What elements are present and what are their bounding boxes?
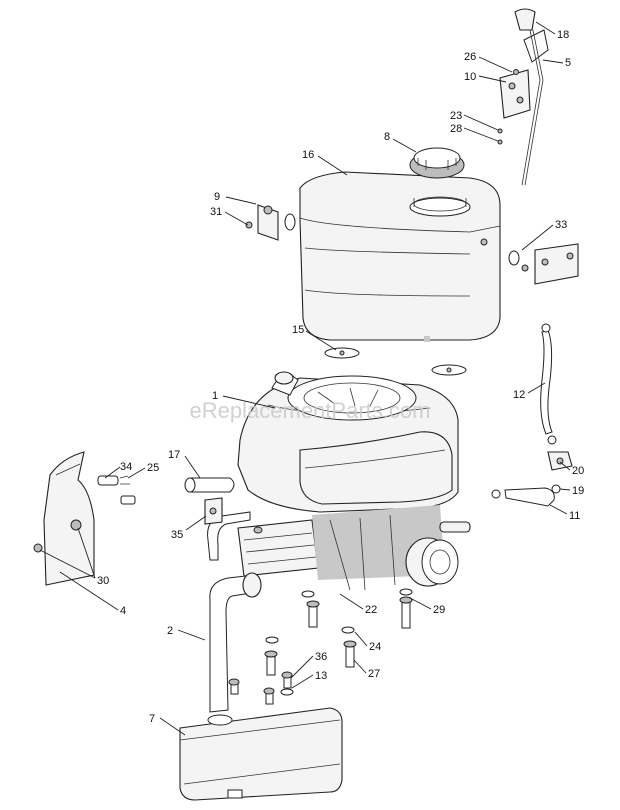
- callout-15: 15: [292, 324, 304, 336]
- tank-mount-bracket: [508, 243, 579, 285]
- callout-8: 8: [384, 131, 390, 143]
- callout-20: 20: [572, 465, 584, 477]
- engine: [207, 371, 471, 591]
- callout-30: 30: [97, 575, 109, 587]
- callout-28: 28: [450, 123, 462, 135]
- throttle-control: [497, 8, 549, 186]
- callout-labels: 1 2 4 5 7 8 9 10 11 12 13 15 16 17 18 19…: [97, 29, 584, 725]
- callout-33: 33: [555, 219, 567, 231]
- callout-4: 4: [120, 605, 126, 617]
- callout-10: 10: [464, 71, 476, 83]
- exhaust-pipe: [209, 572, 262, 713]
- fuel-line: [491, 323, 573, 507]
- callout-11: 11: [569, 510, 580, 522]
- callout-16: 16: [302, 149, 314, 161]
- leader-lines: [39, 21, 571, 736]
- callout-7: 7: [149, 713, 155, 725]
- tank-bushing-left: [245, 204, 296, 241]
- callout-24: 24: [369, 641, 381, 653]
- callout-34: 34: [120, 461, 132, 473]
- engine-mount-bolts: [228, 588, 413, 705]
- callout-5: 5: [565, 57, 571, 69]
- callout-23: 23: [450, 110, 462, 122]
- choke-linkage: [97, 475, 136, 505]
- callout-9: 9: [214, 191, 220, 203]
- callout-1: 1: [212, 390, 218, 402]
- intake-tube: [184, 477, 235, 525]
- callout-29: 29: [433, 604, 445, 616]
- muffler: [179, 707, 343, 801]
- callout-19: 19: [572, 485, 584, 497]
- callout-36: 36: [315, 651, 327, 663]
- watermark-text: eReplacementParts.com: [190, 398, 431, 423]
- fuel-cap: [409, 147, 465, 179]
- callout-25: 25: [147, 462, 159, 474]
- callout-17: 17: [168, 449, 180, 461]
- callout-27: 27: [368, 668, 380, 680]
- callout-26: 26: [464, 51, 476, 63]
- fuel-tank: [299, 171, 501, 342]
- callout-22: 22: [365, 604, 377, 616]
- callout-2: 2: [167, 625, 173, 637]
- heat-shield: [33, 451, 95, 586]
- callout-12: 12: [513, 389, 525, 401]
- callout-18: 18: [557, 29, 569, 41]
- callout-31: 31: [210, 206, 222, 218]
- callout-35: 35: [171, 529, 183, 541]
- callout-13: 13: [315, 670, 327, 682]
